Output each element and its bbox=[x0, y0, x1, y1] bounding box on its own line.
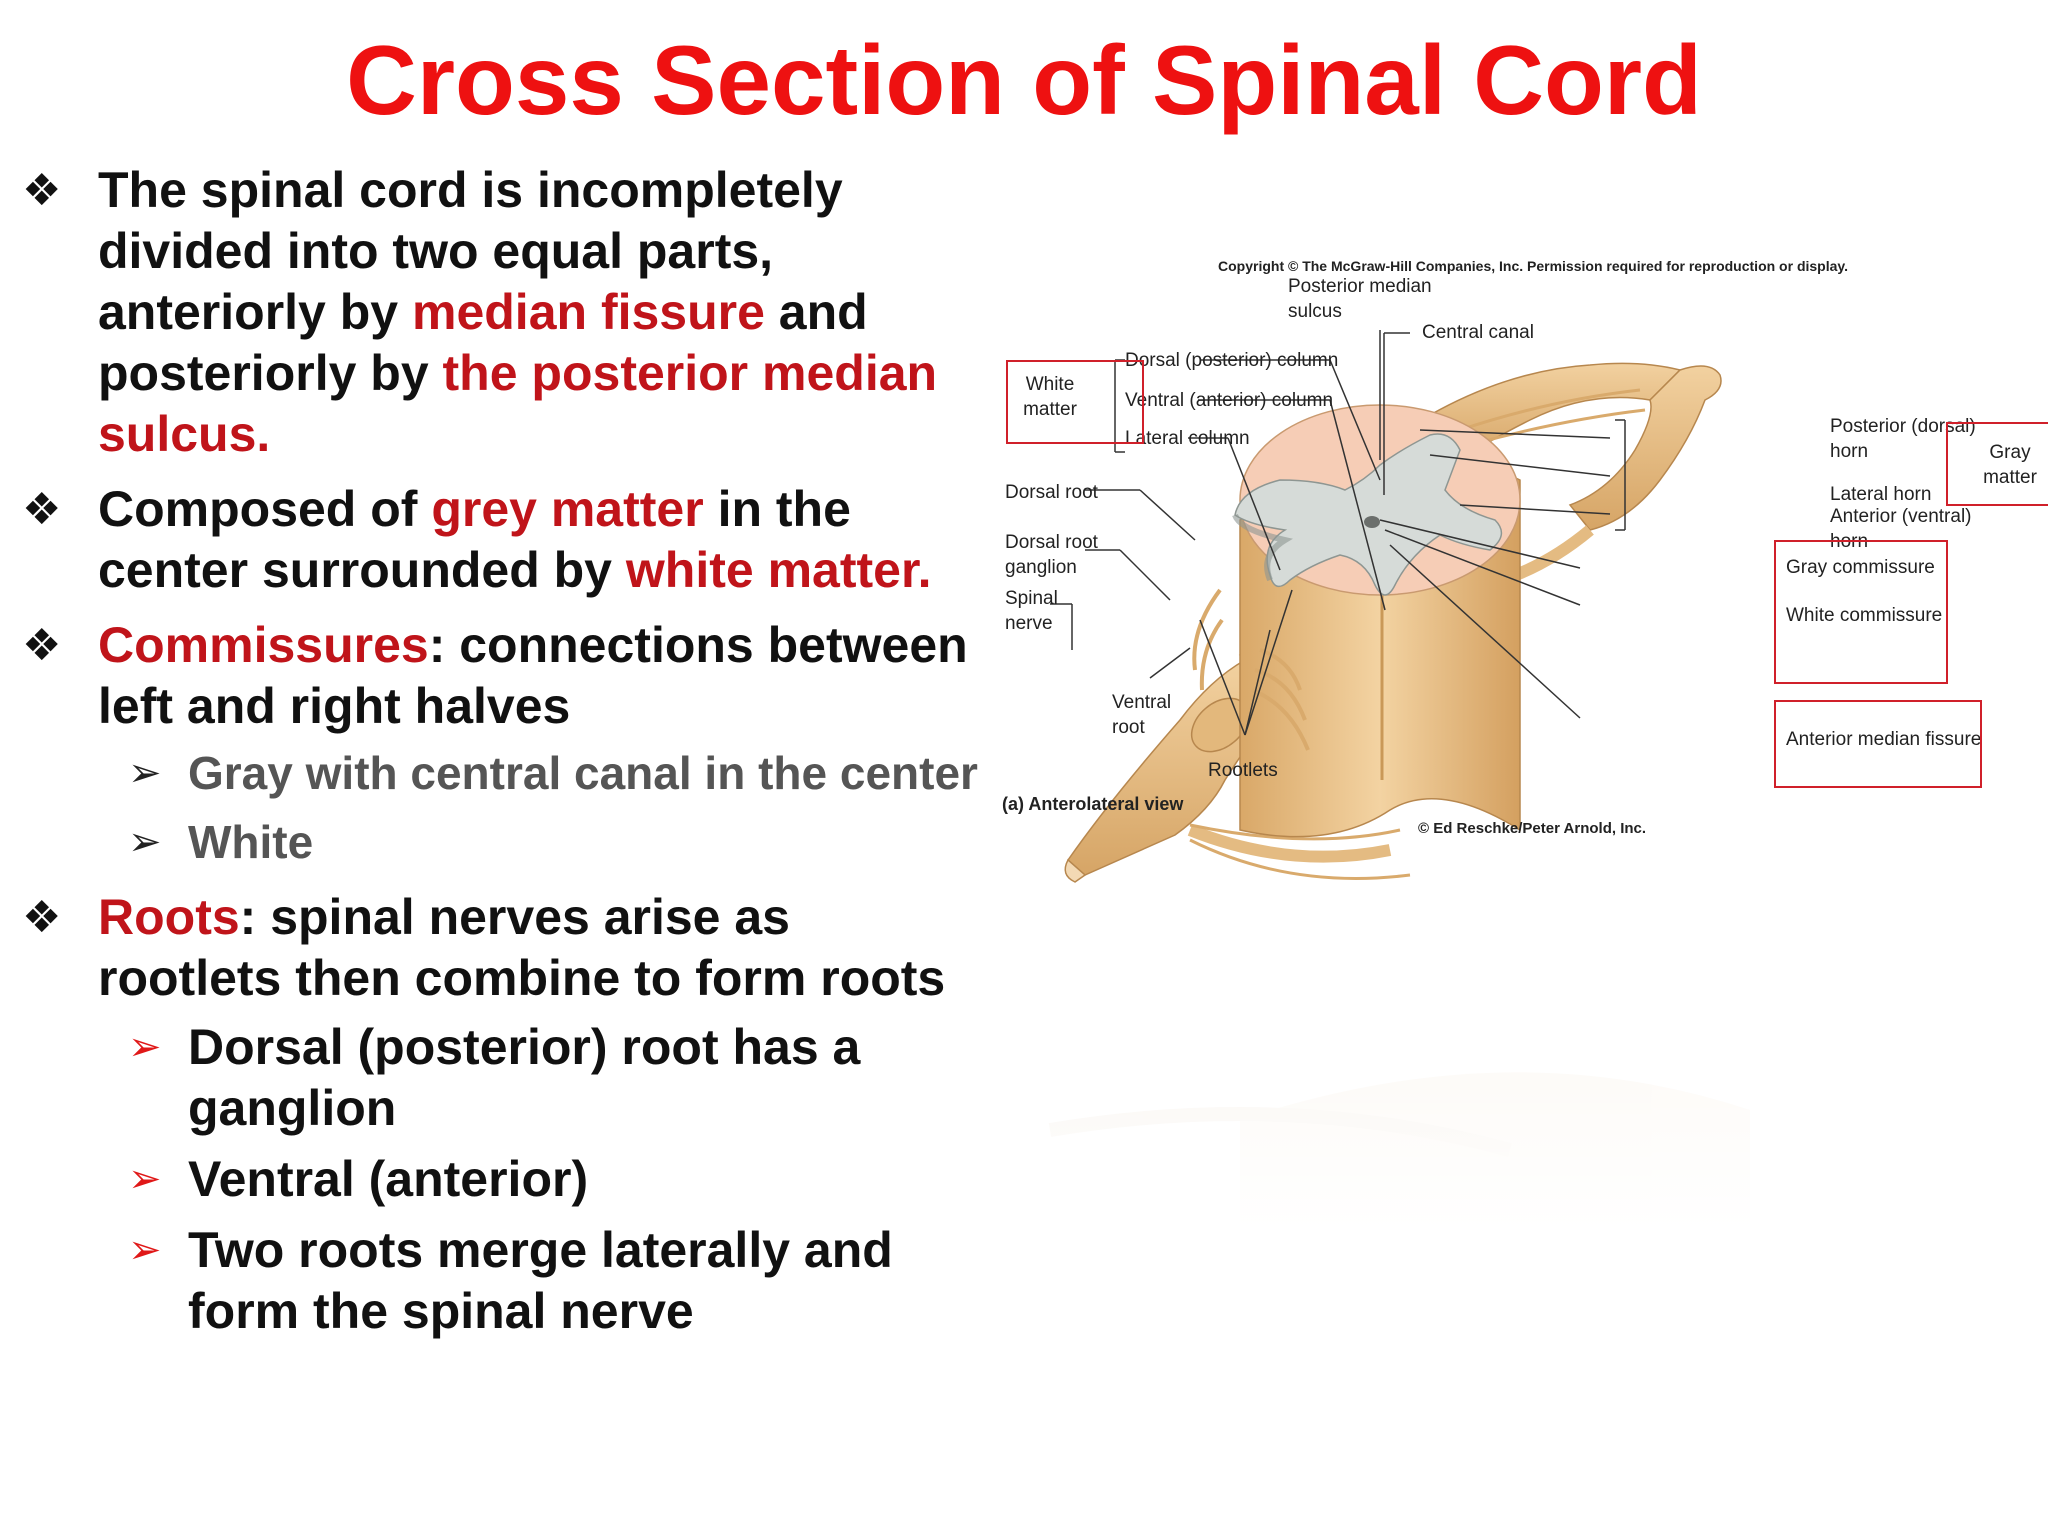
label-spinal-nerve: Spinal nerve bbox=[1005, 588, 1058, 634]
diamond-bullet-icon: ❖ bbox=[22, 485, 62, 534]
label-posterior-horn: Posterior (dorsal) horn bbox=[1830, 416, 1976, 462]
bullet-commissures: ❖ Commissures: connections between left … bbox=[20, 615, 980, 737]
label-lateral-horn: Lateral horn bbox=[1830, 484, 1932, 505]
highlight-white-matter: white matter. bbox=[625, 542, 932, 598]
bullet-text: in the center surrounded by bbox=[98, 481, 851, 598]
white-matter-highlight-box bbox=[1006, 360, 1144, 444]
label-white-matter: White matter bbox=[1023, 374, 1077, 420]
sub-bullet-spinal-nerve: ➢ Two roots merge laterally and form the… bbox=[20, 1220, 980, 1342]
bullet-text: The spinal cord is incompletely divided … bbox=[98, 162, 843, 340]
gray-matter-highlight-box bbox=[1946, 422, 2048, 506]
sub-bullet-text: White bbox=[188, 816, 314, 868]
bullet-composition: ❖ Composed of grey matter in the center … bbox=[20, 479, 980, 601]
bullet-text: : spinal nerves arise as rootlets then c… bbox=[98, 889, 946, 1006]
label-ventral-column: Ventral (anterior) column bbox=[1125, 390, 1334, 411]
sub-bullet-text: Ventral (anterior) bbox=[188, 1151, 589, 1207]
bullet-division: ❖ The spinal cord is incompletely divide… bbox=[20, 160, 980, 465]
bullet-text: and posteriorly by bbox=[98, 284, 868, 401]
arrow-bullet-icon: ➢ bbox=[128, 820, 162, 864]
label-posterior-median-sulcus: Posterior median sulcus bbox=[1288, 276, 1432, 322]
copyright-notice: Copyright © The McGraw-Hill Companies, I… bbox=[1218, 258, 1849, 274]
bullet-text: : connections between left and right hal… bbox=[98, 617, 968, 734]
sub-bullet-gray-commissure: ➢ Gray with central canal in the center bbox=[20, 743, 980, 804]
diamond-bullet-icon: ❖ bbox=[22, 621, 62, 670]
spinal-cord-figure: Copyright © The McGraw-Hill Companies, I… bbox=[990, 258, 2048, 1230]
label-gray-matter: Gray matter bbox=[1983, 442, 2037, 488]
spinal-cord-illustration bbox=[990, 330, 2048, 1230]
label-anterolateral-view: (a) Anterolateral view bbox=[1002, 794, 1184, 814]
highlight-roots: Roots bbox=[98, 889, 240, 945]
arrow-bullet-icon: ➢ bbox=[128, 751, 162, 795]
arrow-bullet-icon: ➢ bbox=[128, 1157, 162, 1201]
highlight-commissures: Commissures bbox=[98, 617, 429, 673]
diamond-bullet-icon: ❖ bbox=[22, 893, 62, 942]
commissure-highlight-box bbox=[1774, 540, 1948, 684]
bullet-list: ❖ The spinal cord is incompletely divide… bbox=[20, 160, 980, 1352]
leader-lines bbox=[1050, 330, 1626, 736]
label-dorsal-root-ganglion: Dorsal root ganglion bbox=[1005, 532, 1098, 578]
cord-body bbox=[1192, 404, 1521, 838]
bullet-text: Composed of bbox=[98, 481, 432, 537]
fissure-highlight-box bbox=[1774, 700, 1982, 788]
sub-bullet-text: Gray with central canal in the center bbox=[188, 747, 978, 799]
label-ventral-root: Ventral root bbox=[1112, 692, 1172, 738]
arrow-bullet-icon: ➢ bbox=[128, 1025, 162, 1069]
label-lateral-column: Lateral column bbox=[1125, 428, 1250, 449]
label-dorsal-column: Dorsal (posterior) column bbox=[1125, 350, 1339, 371]
highlight-posterior-median-sulcus: the posterior median sulcus. bbox=[98, 345, 938, 462]
highlight-median-fissure: median fissure bbox=[412, 284, 765, 340]
label-gray-commissure: Gray commissure bbox=[1786, 557, 1935, 578]
label-dorsal-root: Dorsal root bbox=[1005, 482, 1098, 503]
highlight-grey-matter: grey matter bbox=[431, 481, 704, 537]
label-central-canal: Central canal bbox=[1422, 322, 1534, 343]
slide-title: Cross Section of Spinal Cord bbox=[346, 25, 1702, 135]
label-anterior-median-fissure: Anterior median fissure bbox=[1786, 729, 1982, 750]
sub-bullet-text: Dorsal (posterior) root has a ganglion bbox=[188, 1019, 861, 1136]
bullet-roots: ❖ Roots: spinal nerves arise as rootlets… bbox=[20, 887, 980, 1009]
arrow-bullet-icon: ➢ bbox=[128, 1228, 162, 1272]
sub-bullet-white-commissure: ➢ White bbox=[20, 812, 980, 873]
label-white-commissure: White commissure bbox=[1786, 605, 1943, 626]
sub-bullet-dorsal-root: ➢ Dorsal (posterior) root has a ganglion bbox=[20, 1017, 980, 1139]
sub-bullet-text: Two roots merge laterally and form the s… bbox=[188, 1222, 893, 1339]
photo-credit: © Ed Reschke/Peter Arnold, Inc. bbox=[1418, 820, 1647, 837]
sub-bullet-ventral-root: ➢ Ventral (anterior) bbox=[20, 1149, 980, 1210]
diamond-bullet-icon: ❖ bbox=[22, 166, 62, 215]
label-rootlets: Rootlets bbox=[1208, 760, 1278, 781]
right-spinal-nerve bbox=[1428, 362, 1722, 596]
